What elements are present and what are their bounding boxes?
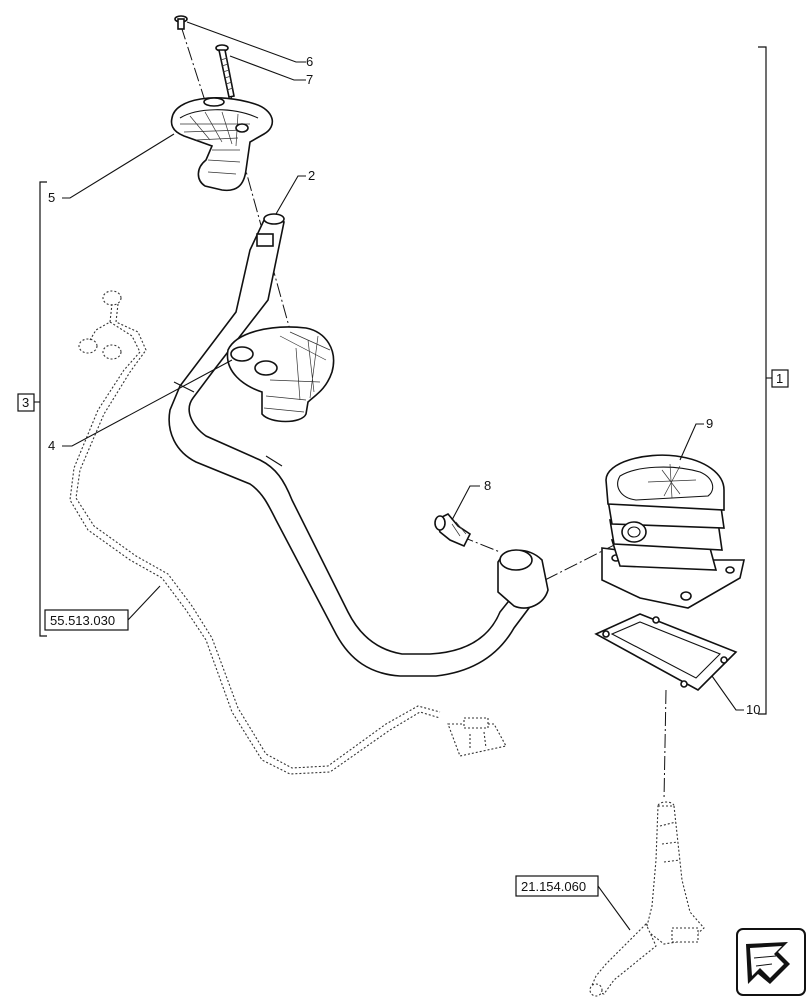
rubber-boot-part-9 [601,454,745,609]
reference-harness: 55.513.030 [44,585,161,631]
callout-6: 6 [306,54,313,69]
group-bracket-3: 3 [17,181,47,637]
assembly-centerlines [180,25,667,801]
reference-lever-base: 21.154.060 [515,875,631,931]
callout-7: 7 [306,72,313,87]
callout-9: 9 [706,416,713,431]
reference-lever-base-label: 21.154.060 [521,879,586,894]
callout-10: 10 [746,702,760,717]
gasket-part-10 [594,613,738,691]
reference-harness-label: 55.513.030 [50,613,115,628]
nav-arrow-icon[interactable] [736,928,806,996]
screw-part-7 [215,44,235,98]
handle-cover-part-5 [170,97,274,192]
callout-3: 3 [22,395,29,410]
screw-part-6 [174,15,188,30]
fitting-part-8 [434,513,472,548]
handle-grip-part-4 [226,326,335,423]
wire-harness-ghost [69,290,507,775]
callout-2: 2 [308,168,315,183]
callout-4: 4 [48,438,55,453]
callout-leaders: 6 7 5 2 4 8 9 10 [48,21,760,717]
callout-1: 1 [776,371,783,386]
group-bracket-1: 1 [758,46,789,715]
callout-5: 5 [48,190,55,205]
lever-shaft-part-2 [168,213,549,677]
lever-base-ghost [589,801,705,997]
callout-8: 8 [484,478,491,493]
